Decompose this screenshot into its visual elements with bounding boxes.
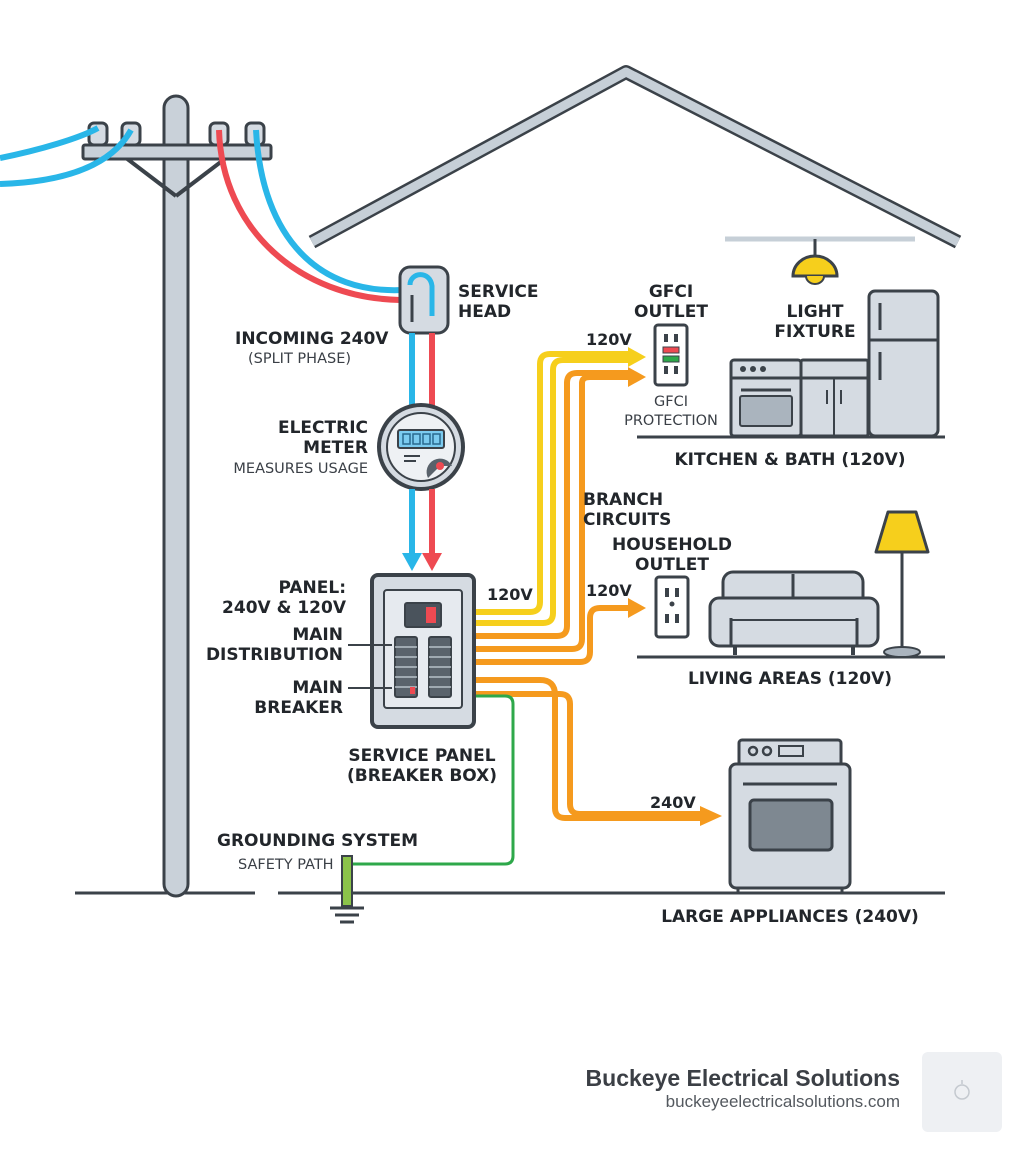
arrow-appliance xyxy=(700,806,722,826)
label-gfci-protection-2: PROTECTION xyxy=(624,413,718,429)
arrow-red-panel xyxy=(422,553,442,571)
label-service-panel-2: (BREAKER BOX) xyxy=(347,766,497,786)
household-outlet xyxy=(654,575,690,639)
label-incoming-240v: INCOMING 240V xyxy=(235,329,389,349)
label-measures-usage: MEASURES USAGE xyxy=(233,461,368,477)
label-grounding-system: GROUNDING SYSTEM xyxy=(217,831,418,851)
label-safety-path: SAFETY PATH xyxy=(238,857,334,873)
label-branch-circuits-1: BRANCH xyxy=(583,490,663,510)
label-light-fixture-2: FIXTURE xyxy=(774,322,855,342)
overhead-lines xyxy=(0,125,404,303)
label-main-distribution-1: MAIN xyxy=(292,625,343,645)
label-large-appliances: LARGE APPLIANCES (240V) xyxy=(661,907,919,927)
label-panel-1: PANEL: xyxy=(278,578,346,598)
label-panel-120v: 120V xyxy=(487,585,533,604)
gfci-outlet xyxy=(653,323,689,387)
service-panel xyxy=(370,573,476,729)
label-living-areas: LIVING AREAS (120V) xyxy=(688,669,892,689)
label-gfci-protection-1: GFCI xyxy=(654,394,688,410)
floor-lamp xyxy=(874,510,930,658)
label-main-distribution-2: DISTRIBUTION xyxy=(206,645,343,665)
label-gfci-outlet-1: GFCI xyxy=(649,282,693,302)
kitchen-cabinet xyxy=(799,358,870,438)
arrow-blue-panel xyxy=(402,553,422,571)
label-gfci-120v: 120V xyxy=(586,330,632,349)
label-household-outlet-1: HOUSEHOLD xyxy=(612,535,732,555)
ground-wire xyxy=(352,694,515,866)
label-service-panel-1: SERVICE PANEL xyxy=(348,746,495,766)
kitchen-stove xyxy=(729,358,803,438)
label-main-breaker-1: MAIN xyxy=(292,678,343,698)
refrigerator xyxy=(867,289,940,438)
label-main-breaker-2: BREAKER xyxy=(254,698,343,718)
breaker-column-right xyxy=(428,636,452,698)
large-appliance-range xyxy=(728,738,852,893)
arrow-gfci-yellow xyxy=(628,347,646,367)
label-electric-meter-1: ELECTRIC xyxy=(278,418,368,438)
label-branch-circuits-2: CIRCUITS xyxy=(583,510,671,530)
sofa xyxy=(708,570,880,655)
electric-meter xyxy=(377,403,465,491)
label-service-head-2: HEAD xyxy=(458,302,511,322)
light-fixture xyxy=(725,236,915,285)
arrow-gfci-orange xyxy=(628,367,646,387)
breaker-column-left xyxy=(394,636,418,698)
branch-circuits xyxy=(471,351,705,821)
label-panel-2: 240V & 120V xyxy=(222,598,347,618)
brand-name: Buckeye Electrical Solutions xyxy=(586,1065,900,1091)
label-split-phase: (SPLIT PHASE) xyxy=(248,351,351,367)
label-gfci-outlet-2: OUTLET xyxy=(634,302,708,322)
label-service-head-1: SERVICE xyxy=(458,282,539,302)
label-electric-meter-2: METER xyxy=(303,438,368,458)
label-household-120v: 120V xyxy=(586,581,632,600)
label-light-fixture-1: LIGHT xyxy=(787,302,844,322)
label-kitchen-bath: KITCHEN & BATH (120V) xyxy=(674,450,905,470)
arrow-household xyxy=(628,598,646,618)
label-appliance-240v: 240V xyxy=(650,793,696,812)
brand-logo xyxy=(922,1052,1002,1132)
ground-rod xyxy=(330,855,364,924)
label-household-outlet-2: OUTLET xyxy=(635,555,709,575)
service-head xyxy=(398,265,450,335)
house-roof xyxy=(308,65,962,249)
brand-url: buckeyeelectricalsolutions.com xyxy=(666,1092,900,1111)
